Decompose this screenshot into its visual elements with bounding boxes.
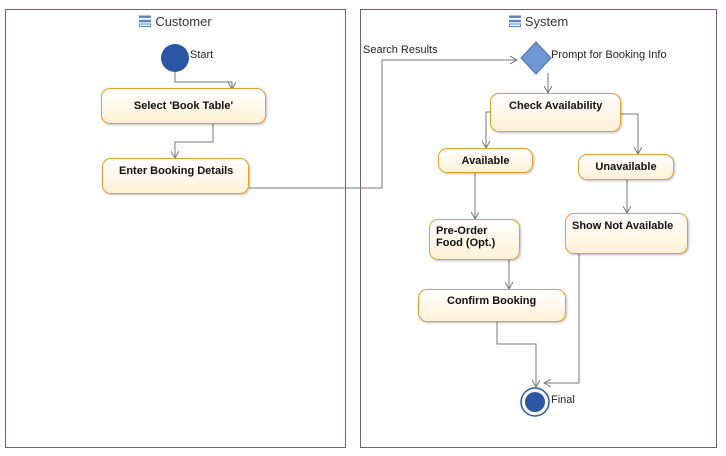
action-unavailable[interactable]: Unavailable: [578, 154, 674, 180]
decision-node: [520, 41, 552, 75]
action-confirm-booking[interactable]: Confirm Booking: [418, 289, 566, 322]
action-show-not-available[interactable]: Show Not Available: [565, 213, 688, 254]
system-lane-header: System: [361, 14, 716, 29]
action-available[interactable]: Available: [438, 148, 533, 173]
search-results-label: Search Results: [363, 44, 438, 56]
edge-search-results: [249, 60, 517, 189]
action-enter-booking-details[interactable]: Enter Booking Details: [102, 158, 249, 194]
final-label: Final: [551, 394, 575, 406]
action-pre-order-food[interactable]: Pre-Order Food (Opt.): [429, 219, 520, 260]
edge-check-to-unavailable: [621, 113, 638, 154]
action-select-book-table[interactable]: Select 'Book Table': [101, 88, 266, 124]
system-lane-title: System: [524, 14, 569, 29]
edge-select-to-enter: [175, 124, 214, 158]
edge-check-to-available: [486, 111, 490, 148]
edge-start-to-select: [174, 72, 232, 89]
prompt-for-booking-info-label: Prompt for Booking Info: [551, 49, 667, 61]
edge-show-to-final: [544, 254, 580, 383]
action-check-availability[interactable]: Check Availability: [490, 93, 621, 132]
start-label: Start: [190, 49, 214, 61]
start-node: [161, 44, 189, 72]
lane-icon: [139, 15, 152, 27]
edge-confirm-to-final: [496, 322, 536, 387]
final-node-core: [525, 392, 545, 412]
lane-icon: [508, 15, 521, 27]
customer-lane-header: Customer: [6, 14, 345, 29]
customer-lane-title: Customer: [155, 14, 212, 29]
